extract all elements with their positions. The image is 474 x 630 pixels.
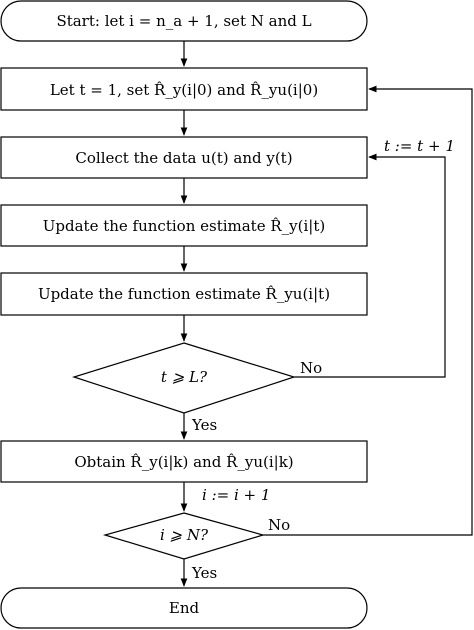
decision-t-label: t ⩾ L?: [161, 368, 208, 386]
obtain-box: [0, 440, 368, 483]
increment-i-label: i := i + 1: [202, 486, 270, 504]
update-y-box: [0, 204, 368, 247]
connectors: [180, 41, 473, 587]
collect-box: [0, 136, 368, 179]
increment-t-label: t := t + 1: [384, 137, 455, 155]
end-terminal: [0, 587, 368, 629]
decision-i-yes-label: Yes: [191, 564, 217, 582]
decision-t-yes-label: Yes: [191, 416, 217, 434]
update-yu-label: Update the function estimate R̂_yu(i|t): [38, 285, 330, 303]
start-terminal: [0, 0, 368, 42]
init-t-label: Let t = 1, set R̂_y(i|0) and R̂_yu(i|0): [50, 81, 318, 99]
decision-i-label: i ⩾ N?: [160, 526, 209, 544]
update-yu-box: [0, 272, 368, 316]
start-label: Start: let i = n_a + 1, set N and L: [56, 12, 311, 30]
loop-i-no: [263, 85, 473, 536]
init-t-box: [0, 67, 368, 111]
obtain-label: Obtain R̂_y(i|k) and R̂_yu(i|k): [74, 453, 293, 471]
end-label: End: [169, 599, 200, 617]
decision-i-diamond: [102, 512, 266, 560]
decision-t-diamond: [72, 342, 296, 414]
loop-t-no: [294, 153, 446, 378]
decision-i-no-label: No: [268, 516, 290, 534]
update-y-label: Update the function estimate R̂_y(i|t): [43, 217, 325, 235]
decision-t-no-label: No: [300, 359, 322, 377]
collect-label: Collect the data u(t) and y(t): [75, 149, 292, 167]
